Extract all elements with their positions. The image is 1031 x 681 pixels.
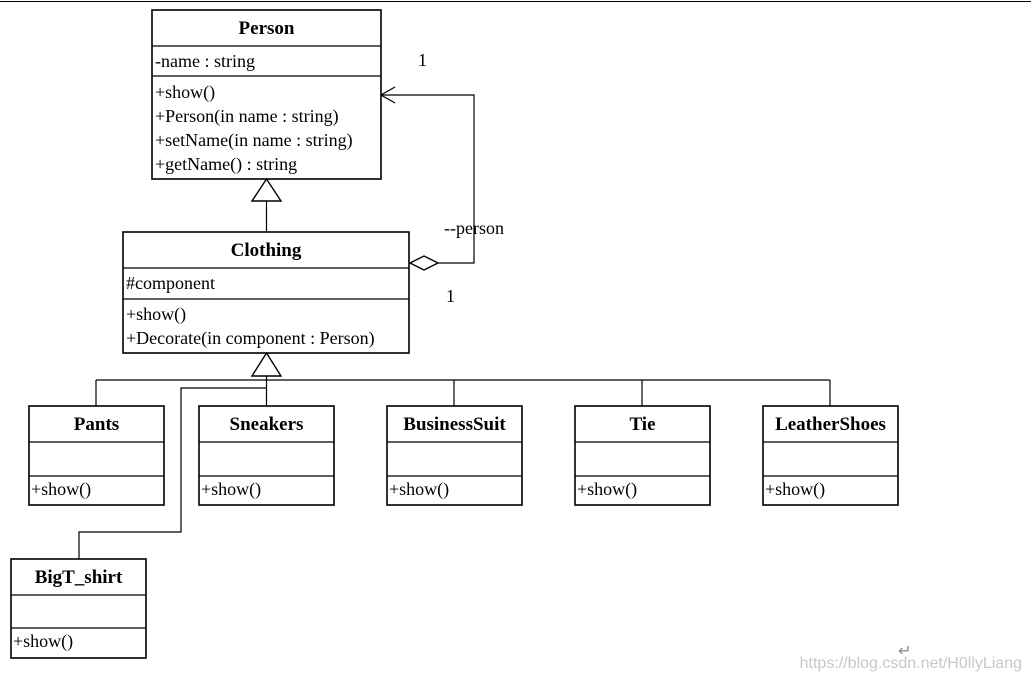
class-clothing-attribute: #component [126,273,215,293]
class-leather-shoes: LeatherShoes +show() [762,405,899,506]
class-tie-operation: +show() [577,479,637,500]
aggregation-clothing-person: --person 1 1 [379,50,504,306]
association-multiplicity-person: 1 [418,50,427,70]
association-multiplicity-clothing: 1 [446,286,455,306]
class-clothing: Clothing #component +show() +Decorate(in… [122,231,410,354]
generalization-clothing-person [250,177,283,232]
class-pants-name: Pants [74,414,119,435]
class-person-operation: +show() [155,82,215,103]
class-leather-shoes-operation: +show() [765,479,825,500]
class-person-attribute: -name : string [155,51,255,71]
association-role-label: --person [444,218,504,238]
class-big-t-shirt-name: BigT_shirt [35,567,123,588]
class-sneakers: Sneakers +show() [198,405,335,506]
class-person-name: Person [239,18,295,39]
class-big-t-shirt: BigT_shirt +show() [10,558,147,659]
inheritance-arrow-icon [250,177,283,202]
class-person-operation: +setName(in name : string) [155,130,353,151]
inheritance-arrow-icon [250,351,283,377]
aggregation-diamond-icon [408,255,440,271]
class-clothing-operation: +Decorate(in component : Person) [126,328,375,349]
class-person-operation: +Person(in name : string) [155,106,339,127]
class-leather-shoes-name: LeatherShoes [775,414,886,435]
class-business-suit: BusinessSuit +show() [386,405,523,506]
class-business-suit-name: BusinessSuit [403,414,506,435]
class-big-t-shirt-operation: +show() [13,631,73,652]
generalization-tree-clothing [78,351,831,559]
class-person-operation: +getName() : string [155,154,297,175]
class-pants-operation: +show() [31,479,91,500]
watermark: https://blog.csdn.net/H0llyLiang [800,655,1022,672]
class-pants: Pants +show() [28,405,165,506]
class-sneakers-operation: +show() [201,479,261,500]
class-clothing-name: Clothing [231,240,302,261]
class-clothing-operation: +show() [126,304,186,325]
class-sneakers-name: Sneakers [230,414,304,435]
class-tie: Tie +show() [574,405,711,506]
return-icon: ↵ [898,641,911,660]
class-tie-name: Tie [629,414,655,435]
class-business-suit-operation: +show() [389,479,449,500]
class-person: Person -name : string +show() +Person(in… [151,9,382,180]
